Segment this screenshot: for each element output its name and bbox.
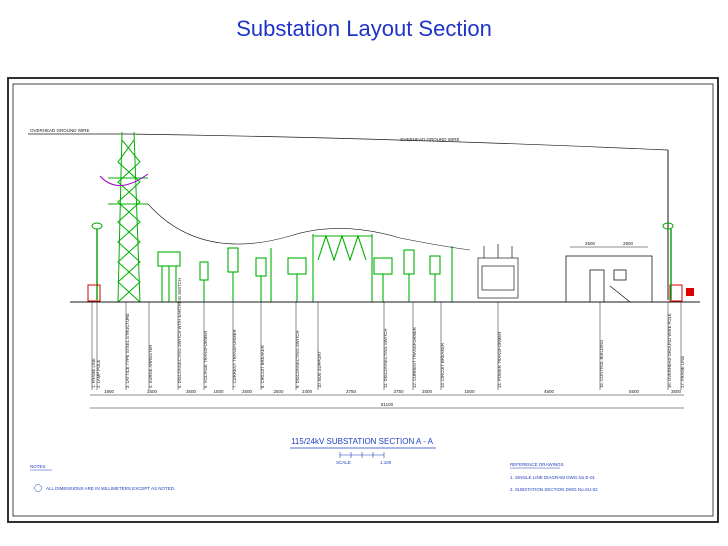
equipment-label: 10. BUS SUPPORT xyxy=(317,351,322,388)
equipment-label: 4. SURGE ARRESTER xyxy=(148,345,153,388)
tower-drop-conductor xyxy=(99,173,149,186)
bay-dimension: 3750 xyxy=(393,389,404,394)
drawing-outer-frame xyxy=(7,77,719,523)
equipment-label: 12. CURRENT TRANSFORMER xyxy=(412,327,417,388)
bay-dimension: 1500 xyxy=(464,389,475,394)
frame-line-block-left xyxy=(87,284,101,302)
equipment-label: 14. POWER TRANSFORMER xyxy=(497,332,502,388)
bay-dimension: 3750 xyxy=(346,389,357,394)
bay-dimension: 1500 xyxy=(213,389,224,394)
note-marker-icon xyxy=(34,484,42,492)
bay-dimension-group: 1900 2500 3500 1500 2500 2500 2400 3750 3750 2500… xyxy=(104,389,682,394)
switchyard-equipment xyxy=(157,234,453,302)
slide-title: Substation Layout Section xyxy=(236,16,492,41)
equipment-label: 16. OVERHEAD GROUND WIRE POLE xyxy=(667,313,672,388)
bay-dimension: 2500 xyxy=(422,389,433,394)
reference-heading: REFERENCE DRAWINGS xyxy=(510,462,564,467)
bay-dimension: 2500 xyxy=(242,389,253,394)
bay-dimension: 2400 xyxy=(302,389,313,394)
equipment-label: 13. CIRCUIT BREAKER xyxy=(440,343,445,388)
ground-wire-right-label: OVERHEAD GROUND WIRE xyxy=(400,137,460,142)
equipment-label: 9. DISCONNECTING SWITCH xyxy=(295,331,300,388)
bay-dimension: 5500 xyxy=(629,389,640,394)
frame-marker-right xyxy=(686,288,694,296)
bay-dimension: 3500 xyxy=(186,389,197,394)
lamp-pole-left xyxy=(91,222,103,300)
bay-dimension: 1900 xyxy=(104,389,115,394)
bay-dimension: 2500 xyxy=(147,389,158,394)
ground-wire-pole xyxy=(662,150,674,300)
scale-bar xyxy=(339,452,385,458)
equipment-label: 5. DISCONNECTING SWITCH WITH EARTHING SW… xyxy=(177,278,182,388)
drawing-inner-frame xyxy=(12,83,714,517)
scale-label-right: 1:100 xyxy=(380,460,392,465)
ground-wire-span xyxy=(127,133,669,151)
bay-dimension: 4500 xyxy=(544,389,555,394)
bay-dimension: 3500 xyxy=(671,389,682,394)
equipment-label: 2. LAMP POLE xyxy=(96,359,101,388)
section-title: 115/24kV SUBSTATION SECTION A - A xyxy=(291,437,433,446)
power-transformer xyxy=(477,244,519,299)
equipment-label: 17. FRAME LINE xyxy=(680,356,685,388)
frame-line-block-right xyxy=(669,284,683,302)
building-dim-right: 2500 xyxy=(623,241,634,246)
ground-wire-left-label: OVERHEAD GROUND WIRE xyxy=(30,128,90,133)
notes-item: ALL DIMENSIONS ARE IN MILLIMETERS EXCEPT… xyxy=(46,486,175,491)
notes-heading: NOTES xyxy=(30,464,46,469)
scale-label-left: SCALE xyxy=(336,460,351,465)
equipment-label: 8. CIRCUIT BREAKER xyxy=(260,345,265,388)
equipment-label: 3. LATTICE TYPE STEEL STRUCTURE xyxy=(125,313,130,388)
total-dimension: 51100 xyxy=(381,402,394,407)
bay-dimension: 2500 xyxy=(273,389,284,394)
reference-item-2: 2. SUBSTATION SECTION DWG.No.SU-02 xyxy=(510,487,598,492)
equipment-label: 6. VOLTAGE TRANSFORMER xyxy=(203,331,208,388)
equipment-label: 15. CONTROL BUILDING xyxy=(599,340,604,388)
incoming-conductor xyxy=(147,203,291,245)
equipment-label: 1. FRAME LINE xyxy=(91,358,96,388)
bus-conductor xyxy=(289,228,471,251)
equipment-label: 7. CURRENT TRANSFORMER xyxy=(232,330,237,388)
building-dim-left: 2500 xyxy=(585,241,596,246)
equipment-label: 11. DISCONNECTING SWITCH xyxy=(383,329,388,388)
reference-item-1: 1. SINGLE LINE DIAGRAM DWG.No.E-01 xyxy=(510,475,596,480)
